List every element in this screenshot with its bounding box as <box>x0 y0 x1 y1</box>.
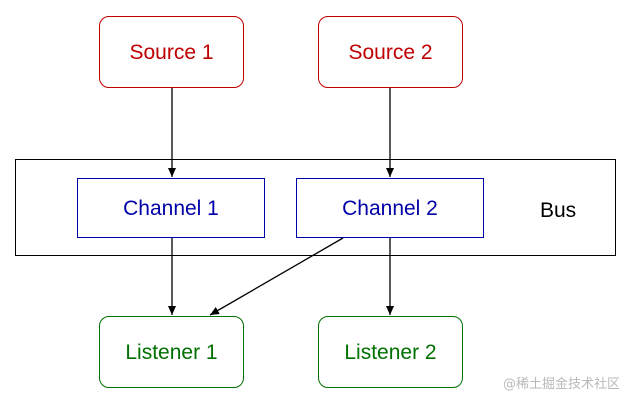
listener-2-node: Listener 2 <box>318 316 463 388</box>
source-2-node: Source 2 <box>318 16 463 88</box>
watermark-text: @稀土掘金技术社区 <box>502 377 620 392</box>
channel-1-node: Channel 1 <box>77 178 265 238</box>
edge-channel2-listener1 <box>209 237 344 316</box>
bus-label: Bus <box>540 199 577 222</box>
channel-2-node: Channel 2 <box>296 178 484 238</box>
source-1-node: Source 1 <box>99 16 244 88</box>
listener-1-node: Listener 1 <box>99 316 244 388</box>
